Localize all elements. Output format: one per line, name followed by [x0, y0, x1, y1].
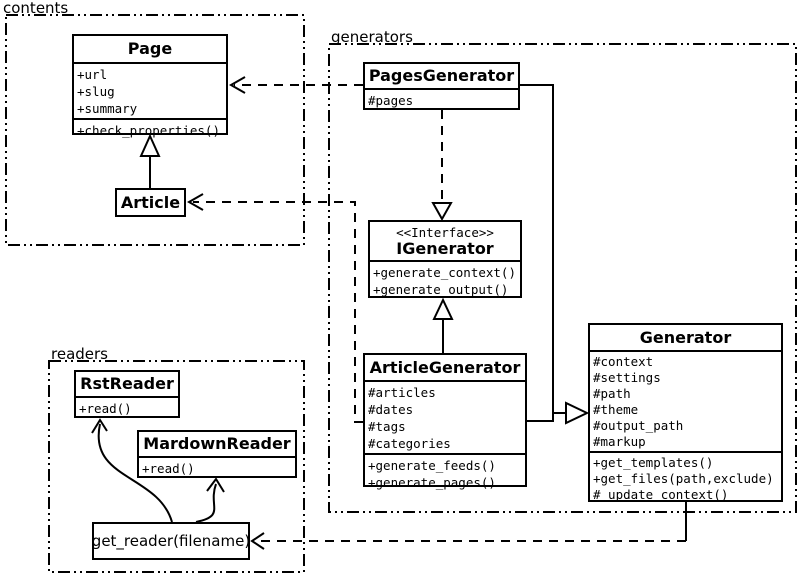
- edge-pagesgenerator-inherits-generator: [520, 84, 554, 422]
- class-title-article: Article: [120, 192, 181, 212]
- edge-getreader-to-rstreader: [97, 423, 173, 523]
- attribute: +url: [77, 67, 108, 82]
- class-rstreader: RstReader +read(): [74, 370, 180, 418]
- class-generator: Generator #context #settings #path #them…: [588, 323, 783, 502]
- class-methods-generator: +get_templates() +get_files(path,exclude…: [590, 451, 781, 504]
- class-name-igenerator: IGenerator: [396, 238, 494, 258]
- method: +generate_context(): [373, 265, 516, 280]
- class-methods-page: +check_properties(): [74, 118, 226, 140]
- package-border-generators: [328, 43, 797, 513]
- package-label-generators: generators: [331, 28, 413, 46]
- class-articlegenerator: ArticleGenerator #articles #dates #tags …: [363, 353, 527, 490]
- attribute: #output_path: [593, 418, 684, 433]
- method: #_update_context(): [593, 487, 729, 502]
- arrowhead-rstreader: [91, 418, 108, 434]
- class-title-page: Page: [127, 39, 173, 58]
- attribute: #articles: [368, 385, 436, 400]
- attribute: #categories: [368, 436, 451, 451]
- inheritance-arrowhead-igenerator: [432, 297, 454, 320]
- dependency-arrowhead-article: [186, 193, 204, 211]
- function-get-reader: get_reader(filename): [92, 522, 250, 560]
- arrowhead-mardownreader: [206, 477, 225, 493]
- method: +generate_output(): [373, 282, 509, 297]
- attribute: #context: [593, 354, 654, 369]
- attribute: #markup: [593, 434, 646, 449]
- attribute: #path: [593, 386, 631, 401]
- method: +generate_pages(): [368, 475, 496, 490]
- package-label-contents: contents: [3, 0, 69, 17]
- class-attributes-page: +url +slug +summary: [74, 62, 226, 118]
- class-attributes-pagesgenerator: #pages: [365, 88, 518, 110]
- class-title-pagesgenerator: PagesGenerator: [368, 66, 515, 85]
- class-title-mardownreader: MardownReader: [143, 434, 291, 453]
- attribute: #pages: [368, 93, 414, 108]
- class-title-generator: Generator: [639, 327, 732, 347]
- package-border-readers: [48, 360, 305, 573]
- class-methods-rstreader: +read(): [76, 396, 178, 418]
- class-methods-mardownreader: +read(): [139, 456, 295, 478]
- class-article: Article: [115, 188, 186, 217]
- attribute: #theme: [593, 402, 639, 417]
- package-border-contents: [5, 14, 305, 246]
- attribute: +summary: [77, 101, 138, 116]
- class-igenerator: <<Interface>> IGenerator +generate_conte…: [368, 220, 522, 298]
- class-methods-articlegenerator: +generate_feeds() +generate_pages(): [365, 453, 525, 492]
- class-title-igenerator: <<Interface>> IGenerator: [370, 222, 520, 260]
- dependency-arrowhead-page: [228, 76, 246, 94]
- dependency-arrowhead-getreader: [250, 532, 265, 550]
- class-methods-igenerator: +generate_context() +generate_output(): [370, 260, 520, 299]
- method: +get_files(path,exclude): [593, 471, 774, 486]
- class-pagesgenerator: PagesGenerator #pages: [363, 62, 520, 110]
- stereotype-interface: <<Interface>>: [396, 224, 494, 240]
- attribute: +slug: [77, 84, 115, 99]
- inheritance-arrowhead-generator: [565, 401, 590, 425]
- attribute: #dates: [368, 402, 414, 417]
- attribute: #settings: [593, 370, 661, 385]
- method: +get_templates(): [593, 455, 714, 470]
- class-attributes-generator: #context #settings #path #theme #output_…: [590, 350, 781, 451]
- edge-articlegenerator-uses-article: [193, 201, 363, 423]
- realization-arrowhead-igenerator: [431, 202, 453, 222]
- package-label-readers: readers: [51, 345, 108, 363]
- method: +generate_feeds(): [368, 458, 496, 473]
- inheritance-arrowhead-page: [139, 133, 161, 157]
- edge-getreader-to-mardownreader: [195, 483, 217, 523]
- class-title-articlegenerator: ArticleGenerator: [369, 357, 521, 377]
- method: +read(): [142, 461, 195, 476]
- method: +check_properties(): [77, 123, 220, 138]
- class-title-rstreader: RstReader: [80, 374, 174, 393]
- method: +read(): [79, 401, 132, 416]
- attribute: #tags: [368, 419, 406, 434]
- class-attributes-articlegenerator: #articles #dates #tags #categories: [365, 380, 525, 453]
- class-mardownreader: MardownReader +read(): [137, 430, 297, 478]
- class-page: Page +url +slug +summary +check_properti…: [72, 34, 228, 138]
